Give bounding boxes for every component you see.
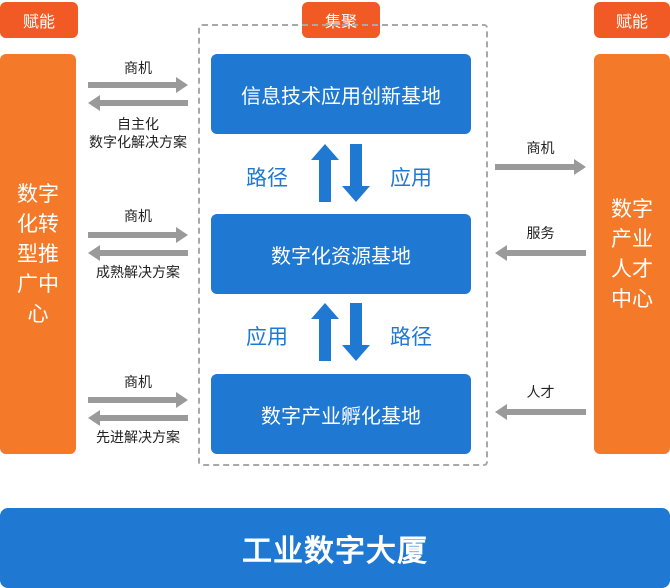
left-empower-tag: 赋能 <box>0 2 78 38</box>
left-arrow-in-1 <box>88 95 188 111</box>
right-center-line-2: 产业 <box>611 227 653 251</box>
upper-down-arrow <box>342 144 370 202</box>
industrial-digital-building: 工业数字大厦 <box>0 508 670 588</box>
upper-up-arrow <box>311 144 339 202</box>
it-innovation-base: 信息技术应用创新基地 <box>211 54 471 134</box>
right-empower-tag: 赋能 <box>594 2 670 38</box>
upper-path-label: 路径 <box>246 166 288 190</box>
digital-resource-base: 数字化资源基地 <box>211 214 471 294</box>
lower-up-arrow <box>311 303 339 361</box>
left-center-line-2: 化转 <box>17 212 59 236</box>
left-arrow-out-2 <box>88 227 188 243</box>
vertical-arrows <box>311 144 370 361</box>
digital-transformation-center: 数字 化转 型推 广中 心 <box>0 54 76 454</box>
right-flow-3-label: 人才 <box>526 385 555 401</box>
left-flow-2-out-label: 商机 <box>124 209 152 225</box>
right-center-line-1: 数字 <box>611 197 653 221</box>
left-arrow-out-1 <box>88 77 188 93</box>
left-arrow-out-3 <box>88 392 188 408</box>
left-flow-1-in-label: 自主化 数字化解决方案 <box>89 117 187 151</box>
left-center-line-1: 数字 <box>17 182 59 206</box>
right-flow-arrows <box>495 159 586 420</box>
left-flow-2-in-label: 成熟解决方案 <box>96 265 180 281</box>
bases-container <box>198 24 488 466</box>
left-center-line-5: 心 <box>27 302 49 326</box>
right-arrow-in-2 <box>495 245 586 261</box>
lower-down-arrow <box>342 303 370 361</box>
center-gather-tag: 集聚 <box>302 2 380 38</box>
left-flow-3-in-label: 先进解决方案 <box>96 430 180 446</box>
right-center-line-4: 中心 <box>611 287 653 311</box>
left-arrow-in-2 <box>88 245 188 261</box>
right-center-line-3: 人才 <box>611 257 653 281</box>
right-flow-1-label: 商机 <box>526 141 555 157</box>
left-center-line-4: 广中 <box>17 272 59 296</box>
right-arrow-in-3 <box>495 404 586 420</box>
right-arrow-out-1 <box>495 159 586 175</box>
left-center-line-3: 型推 <box>17 242 59 266</box>
left-arrow-in-3 <box>88 410 188 426</box>
digital-talent-center: 数字 产业 人才 中心 <box>594 54 670 454</box>
lower-apply-label: 应用 <box>246 325 288 349</box>
left-flow-3-out-label: 商机 <box>124 375 152 391</box>
upper-apply-label: 应用 <box>390 166 432 190</box>
left-flow-1-out-label: 商机 <box>124 61 152 77</box>
lower-path-label: 路径 <box>390 325 432 349</box>
left-flow-arrows <box>88 77 188 426</box>
right-flow-2-label: 服务 <box>526 226 555 242</box>
digital-incubation-base: 数字产业孵化基地 <box>211 374 471 454</box>
